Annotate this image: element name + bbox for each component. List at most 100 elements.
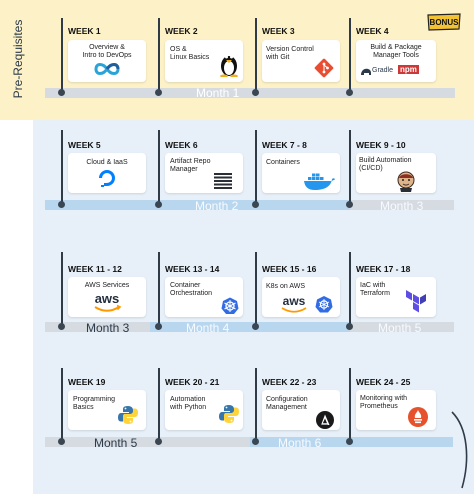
week-marker-dot <box>346 323 353 330</box>
week-card: IaC with Terraform <box>356 277 436 317</box>
week-title: WEEK 1 <box>68 26 101 36</box>
week-topic: Configuration Management <box>266 396 308 411</box>
aws-icon: aws <box>94 291 122 312</box>
week-title: WEEK 13 - 14 <box>165 264 220 274</box>
week-card: Cloud & IaaS <box>68 153 146 193</box>
bonus-badge: BONUS <box>427 13 461 31</box>
week-card: Automation with Python <box>165 390 243 430</box>
week-topic: Overview & Intro to DevOps <box>82 44 132 59</box>
python-icon <box>118 406 138 424</box>
ansible-icon <box>316 411 334 429</box>
week-marker-dot <box>58 438 65 445</box>
week-marker-dot <box>346 201 353 208</box>
week-marker-line <box>349 18 351 92</box>
week-marker-dot <box>346 89 353 96</box>
week-marker-dot <box>155 323 162 330</box>
week-marker-dot <box>346 438 353 445</box>
week-topic: K8s on AWS <box>266 283 306 290</box>
svg-text:BONUS: BONUS <box>430 18 460 27</box>
devops-infinity-icon <box>94 63 120 75</box>
docker-whale-icon <box>304 173 335 190</box>
week-card: Programming Basics <box>68 390 146 430</box>
week-topic: IaC with Terraform <box>360 282 390 297</box>
week-topic: Monitoring with Prometheus <box>360 395 408 410</box>
timeline-bar-row-1 <box>45 88 455 98</box>
week-topic: Version Control with Git <box>266 46 314 61</box>
week-title: WEEK 9 - 10 <box>356 140 406 150</box>
week-marker-line <box>255 18 257 92</box>
week-title: WEEK 7 - 8 <box>262 140 307 150</box>
week-marker-line <box>255 252 257 326</box>
week-marker-dot <box>252 438 259 445</box>
python-icon <box>219 405 239 423</box>
timeline-bar-row-3-next <box>350 322 454 332</box>
month-label: Month 3 <box>380 199 424 213</box>
week-title: WEEK 15 - 16 <box>262 264 317 274</box>
week-topic: OS & Linux Basics <box>170 46 210 61</box>
week-card: K8s on AWS aws <box>262 277 340 317</box>
week-title: WEEK 2 <box>165 26 198 36</box>
week-card: Overview & Intro to DevOps <box>68 40 146 82</box>
week-card: Monitoring with Prometheus <box>356 390 436 430</box>
week-topic: Containers <box>266 159 300 166</box>
week-title: WEEK 24 - 25 <box>356 377 411 387</box>
week-marker-dot <box>155 89 162 96</box>
month-label: Month 5 <box>378 321 422 335</box>
month-label: Month 4 <box>186 321 230 335</box>
week-marker-dot <box>58 89 65 96</box>
week-title: WEEK 6 <box>165 140 198 150</box>
week-marker-line <box>61 368 63 442</box>
jenkins-icon <box>397 171 415 192</box>
gradle-npm-icon: Gradle npm <box>360 65 432 79</box>
git-icon <box>314 58 334 78</box>
week-marker-dot <box>252 323 259 330</box>
terraform-icon <box>406 290 426 313</box>
week-title: WEEK 19 <box>68 377 106 387</box>
svg-text:aws: aws <box>95 291 120 306</box>
month-label: Month 3 <box>86 321 130 335</box>
week-card: Version Control with Git <box>262 40 340 82</box>
week-card: Artifact Repo Manager <box>165 153 243 193</box>
week-marker-line <box>349 252 351 326</box>
week-card: AWS Services aws <box>68 277 146 317</box>
week-title: WEEK 5 <box>68 140 101 150</box>
nexus-stack-icon <box>214 173 232 189</box>
prerequisites-label: Pre-Requisites <box>11 19 25 99</box>
week-title: WEEK 11 - 12 <box>68 264 122 274</box>
timeline-bar-row-2-next <box>350 200 454 210</box>
timeline-bar-row-2 <box>45 200 355 210</box>
week-marker-line <box>61 252 63 326</box>
week-marker-line <box>61 130 63 204</box>
month-label: Month 6 <box>278 436 322 450</box>
week-topic: Build & Package Manager Tools <box>370 44 422 59</box>
week-topic: Container Orchestration <box>170 282 213 297</box>
week-marker-dot <box>155 438 162 445</box>
week-marker-dot <box>155 201 162 208</box>
week-title: WEEK 17 - 18 <box>356 264 411 274</box>
week-card: Container Orchestration <box>165 277 243 317</box>
month-label: Month 1 <box>196 86 240 100</box>
week-marker-line <box>158 368 160 442</box>
week-marker-line <box>255 368 257 442</box>
week-topic: Build Automation (CI/CD) <box>359 157 412 172</box>
week-topic: Programming Basics <box>73 396 116 411</box>
continuation-arc <box>451 411 468 489</box>
week-card: Containers <box>262 153 340 193</box>
week-marker-dot <box>58 201 65 208</box>
week-topic: Cloud & IaaS <box>86 159 128 166</box>
kubernetes-icon <box>221 297 239 314</box>
digitalocean-icon <box>99 170 115 187</box>
week-marker-line <box>158 130 160 204</box>
week-card: Build & Package Manager Tools Gradle npm <box>356 40 436 82</box>
week-marker-line <box>349 130 351 204</box>
npm-text: npm <box>398 65 419 74</box>
week-title: WEEK 3 <box>262 26 295 36</box>
month-label: Month 5 <box>94 436 138 450</box>
aws-kubernetes-icon: aws <box>281 294 333 313</box>
week-marker-line <box>61 18 63 92</box>
linux-tux-icon <box>220 55 238 77</box>
week-topic: AWS Services <box>84 282 130 289</box>
month-label: Month 2 <box>195 199 239 213</box>
week-card: Build Automation (CI/CD) <box>356 153 436 193</box>
gradle-elephant-icon <box>361 68 371 75</box>
